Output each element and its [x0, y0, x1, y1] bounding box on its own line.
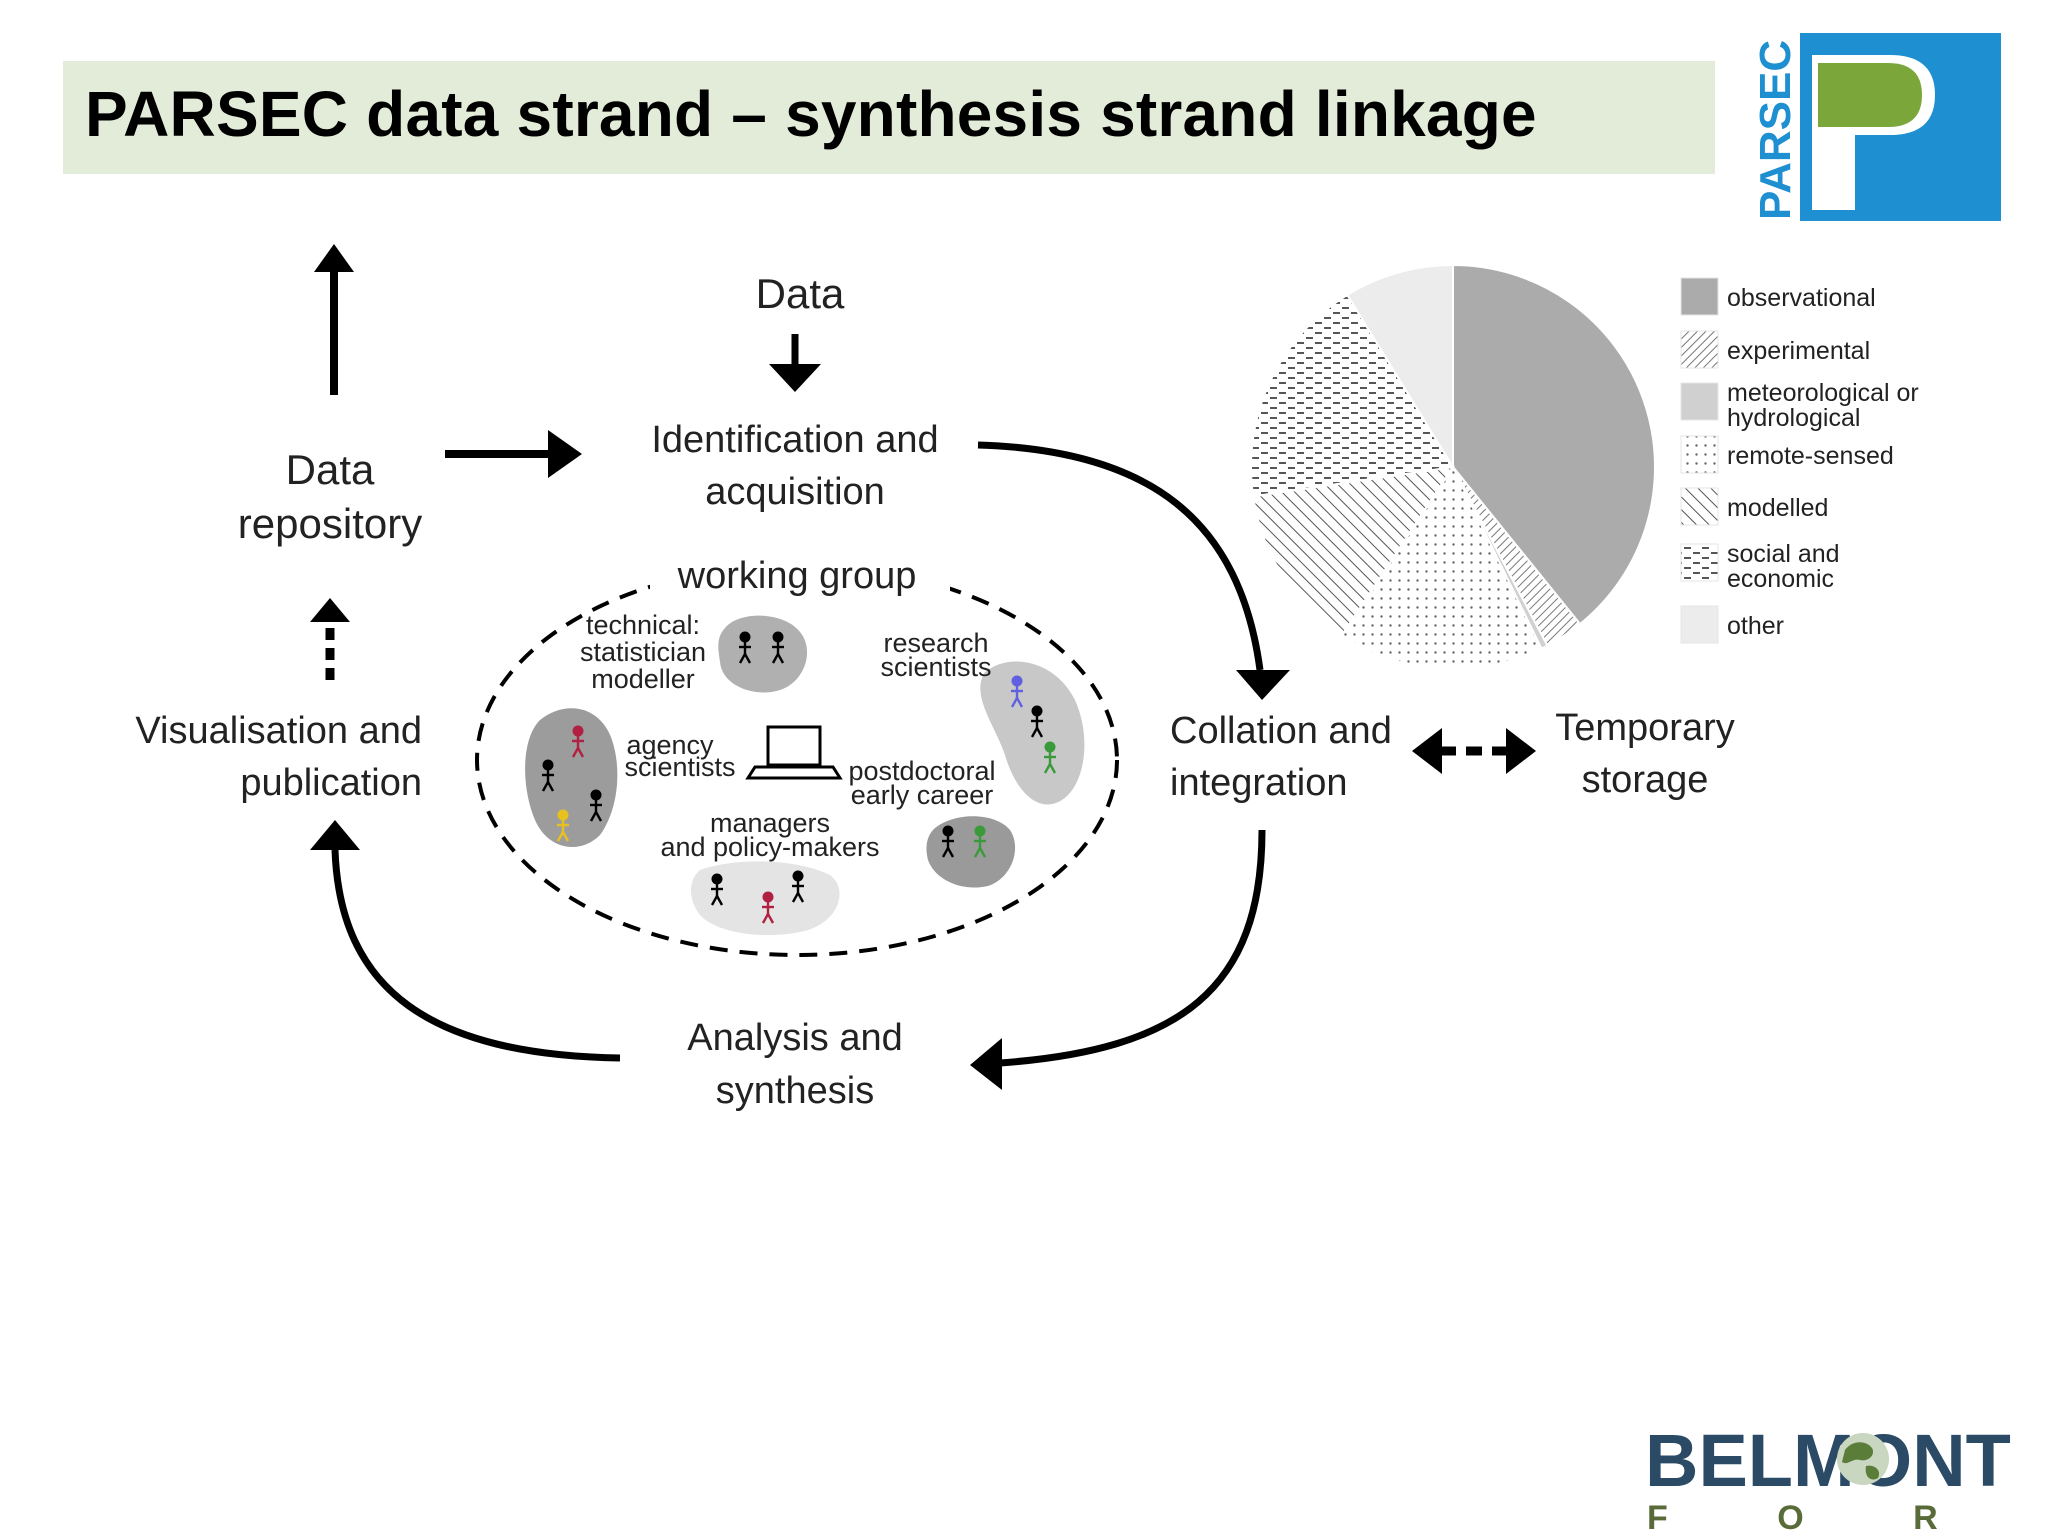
globe-icon [1837, 1433, 1889, 1485]
research-label-1: research [883, 628, 988, 658]
working-group-title: working group [677, 555, 917, 597]
legend-label: remote-sensed [1727, 442, 1894, 470]
double-arrow-icon [1412, 728, 1536, 774]
repository-label-1: Data [286, 446, 375, 493]
legend-label: other [1727, 612, 1784, 640]
dotted-up-arrow-icon [310, 598, 350, 680]
pie-slice-observational [1452, 263, 1656, 626]
arrowhead-analysis [970, 1038, 1002, 1090]
right-arrow-icon [445, 430, 582, 478]
research-group-blob [980, 661, 1085, 805]
managers-label-2: and policy-makers [660, 832, 879, 862]
technical-label-1: technical: [586, 610, 700, 640]
temporary-label-2: storage [1582, 759, 1709, 801]
agency-label-1: agency [626, 730, 714, 760]
technical-label-3: modeller [591, 664, 695, 694]
legend-label: economic [1727, 565, 1834, 593]
pie-legend: observational experimental meteorological … [1680, 277, 1919, 644]
legend-swatch [1680, 487, 1719, 526]
legend-swatch [1680, 605, 1719, 644]
parsec-logo-text: PARSEC [1751, 40, 1800, 220]
legend-label: modelled [1727, 494, 1828, 522]
collation-label-2: integration [1170, 762, 1347, 804]
legend-swatch [1680, 330, 1719, 369]
page-title: PARSEC data strand – synthesis strand li… [85, 78, 1537, 150]
legend-swatch [1680, 543, 1719, 582]
down-arrow-icon [769, 334, 821, 392]
identification-label-2: acquisition [705, 471, 885, 513]
postdoc-label-2: early career [851, 780, 994, 810]
belmont-logo-forum: F O R U M [1647, 1499, 2048, 1536]
technical-label-2: statistician [580, 637, 706, 667]
up-arrow-icon [314, 244, 354, 395]
repository-label-2: repository [238, 500, 422, 547]
agency-label-2: scientists [624, 752, 735, 782]
legend-swatch [1680, 382, 1719, 421]
arrowhead-visualisation [310, 820, 360, 850]
legend-label: social and [1727, 540, 1840, 568]
collation-label-1: Collation and [1170, 710, 1392, 752]
postdoc-label-1: postdoctoral [848, 756, 995, 786]
legend-label: hydrological [1727, 404, 1860, 432]
pie-slice-modelled [1252, 465, 1456, 638]
data-type-pie-chart [1250, 263, 1656, 670]
agency-group-blob [525, 708, 618, 847]
pie-slice-social-and-economic [1250, 293, 1455, 498]
pie-slice-other [1345, 263, 1454, 471]
legend-label: observational [1727, 284, 1876, 312]
legend-swatch [1680, 435, 1719, 474]
visualisation-label-2: publication [240, 762, 422, 804]
data-label: Data [756, 270, 845, 317]
belmont-logo-word: BELMONT [1645, 1419, 2011, 1502]
temporary-label-1: Temporary [1555, 707, 1735, 749]
laptop-icon [745, 725, 843, 780]
legend-swatch [1680, 277, 1719, 316]
legend-label: meteorological or [1727, 379, 1919, 407]
visualisation-label-1: Visualisation and [135, 710, 422, 752]
research-label-2: scientists [880, 652, 991, 682]
legend-label: experimental [1727, 337, 1870, 365]
parsec-logo: PARSEC [1751, 33, 2001, 221]
curve-arrow-to-analysis [999, 829, 1266, 1067]
technical-group-blob [718, 615, 808, 693]
working-group-title-bg [650, 548, 950, 596]
managers-label-1: managers [710, 808, 830, 838]
analysis-label-2: synthesis [716, 1070, 874, 1112]
curve-arrow-to-collation [977, 441, 1264, 671]
analysis-label-1: Analysis and [687, 1017, 902, 1059]
pie-slice-remote-sensed [1340, 464, 1543, 670]
belmont-forum-logo: BELMONT F O R U M [1645, 1419, 2048, 1536]
curve-arrow-to-visualisation [331, 849, 621, 1062]
arrowhead-collation [1236, 670, 1290, 700]
title-bar: PARSEC data strand – synthesis strand li… [63, 61, 1715, 174]
identification-label-1: Identification and [651, 419, 938, 461]
